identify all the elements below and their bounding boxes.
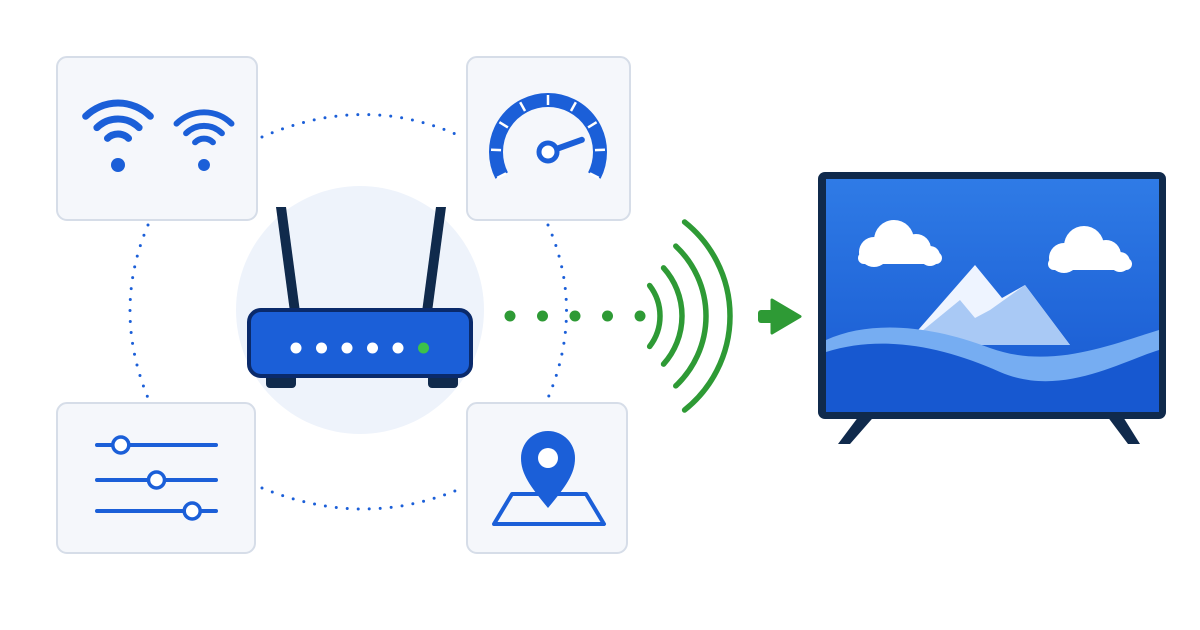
wifi-arc — [82, 99, 154, 120]
router-led — [418, 342, 429, 354]
tv-stand-left — [838, 412, 878, 444]
ring-segment — [260, 486, 464, 511]
sliders-icon — [95, 435, 218, 521]
signal-dot — [537, 310, 548, 322]
wifi-dot — [198, 159, 210, 171]
wireless-signal-icon — [504, 219, 733, 413]
signal-dot — [504, 310, 516, 322]
gauge-tick — [587, 121, 598, 129]
slider-knob — [182, 501, 202, 521]
router-antenna-right — [422, 207, 446, 312]
connection-ring — [128, 113, 568, 511]
router-led — [341, 342, 353, 354]
cloud-base — [858, 252, 942, 264]
ring-segment — [546, 223, 568, 400]
wifi-icon — [173, 109, 235, 171]
gauge-tick — [569, 101, 577, 112]
wifi-arc — [103, 130, 133, 142]
gauge-hub — [536, 140, 560, 164]
signal-dot — [602, 310, 613, 322]
signal-arc — [660, 265, 685, 367]
cloud-icon — [1048, 226, 1132, 273]
cloud-base — [1048, 258, 1132, 270]
router-body — [247, 308, 473, 378]
router-antenna-left — [276, 207, 300, 312]
wifi-icon — [82, 99, 154, 172]
router-leds — [290, 342, 429, 354]
router-led — [367, 342, 378, 354]
router-icon — [247, 207, 473, 388]
signal-arc — [646, 282, 663, 350]
tv-hill-dark — [826, 343, 1159, 412]
pin-marker — [521, 431, 575, 508]
arrow-head — [770, 298, 802, 335]
tv-stand-right — [1104, 412, 1140, 444]
cloud-icon — [858, 220, 942, 267]
wifi-card — [56, 56, 258, 221]
gauge-tick — [498, 121, 509, 129]
signal-arc — [681, 219, 733, 413]
router-led — [392, 342, 404, 354]
slider-knob — [111, 435, 131, 455]
wifi-arc — [192, 135, 216, 146]
map-base — [492, 492, 606, 526]
wifi-arc — [173, 109, 235, 127]
gauge-tick — [496, 172, 507, 179]
tv-mountain-shade — [905, 285, 1070, 345]
map-pin-icon — [492, 431, 606, 526]
arrow-right-icon — [758, 298, 802, 335]
signal-dot — [569, 310, 581, 322]
router-led — [316, 342, 327, 354]
tv-icon — [818, 172, 1166, 444]
signal-dot — [634, 310, 646, 322]
speedometer-icon — [489, 93, 607, 179]
router-led — [290, 342, 302, 354]
ring-segment — [260, 113, 464, 139]
ring-segment — [128, 223, 150, 400]
tv-screen — [826, 179, 1159, 412]
speed-card — [466, 56, 631, 221]
signal-arc — [673, 243, 709, 389]
wifi-arc — [93, 115, 143, 132]
pin-hole — [538, 448, 558, 468]
slider-knob — [146, 470, 167, 490]
wifi-dot — [111, 158, 125, 172]
gauge-tick — [519, 101, 527, 112]
gauge-tick — [589, 172, 600, 179]
wifi-arc — [183, 122, 225, 137]
